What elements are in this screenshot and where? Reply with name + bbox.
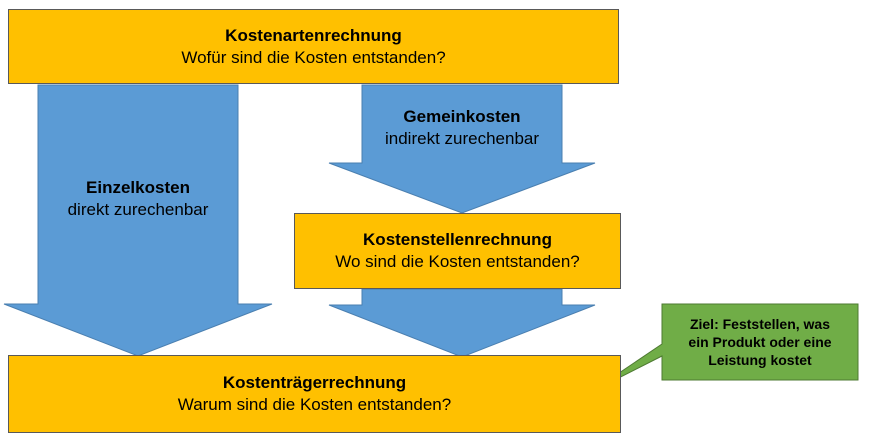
gemeinkosten-title: Gemeinkosten [403,107,521,126]
callout-line-2: ein Produkt oder eine [688,334,832,350]
kostenstellenrechnung-question: Wo sind die Kosten entstanden? [335,252,580,271]
kostenartenrechnung-title: Kostenartenrechnung [225,25,402,45]
gemeinkosten-subtitle: indirekt zurechenbar [384,129,540,148]
callout-line-3: Leistung kostet [708,352,812,368]
kostentraegerrechnung-title: Kostenträgerrechnung [222,373,407,392]
kostenartenrechnung-question: Wofür sind die Kosten entstanden? [181,47,446,67]
kostenstellenrechnung-box: Kostenstellenrechnung Wo sind die Kosten… [294,213,621,289]
callout-text: Ziel: Feststellen, was ein Produkt oder … [662,304,858,380]
kostenartenrechnung-box: Kostenartenrechnung Wofür sind die Koste… [8,9,619,84]
callout-bubble [590,303,859,393]
callout-line-1: Ziel: Feststellen, was [689,316,831,332]
kostenstellen-arrow [328,288,596,358]
einzelkosten-arrow [3,84,273,357]
kostentraegerrechnung-box: Kostenträgerrechnung Warum sind die Kost… [8,355,621,433]
kostenstellenrechnung-title: Kostenstellenrechnung [363,230,552,249]
kostentraegerrechnung-question: Warum sind die Kosten entstanden? [177,395,452,414]
gemeinkosten-arrow [328,84,596,214]
einzelkosten-label: Einzelkosten direkt zurechenbar [38,177,238,221]
gemeinkosten-label: Gemeinkosten indirekt zurechenbar [362,106,562,150]
einzelkosten-subtitle: direkt zurechenbar [67,200,209,219]
einzelkosten-title: Einzelkosten [86,178,190,197]
